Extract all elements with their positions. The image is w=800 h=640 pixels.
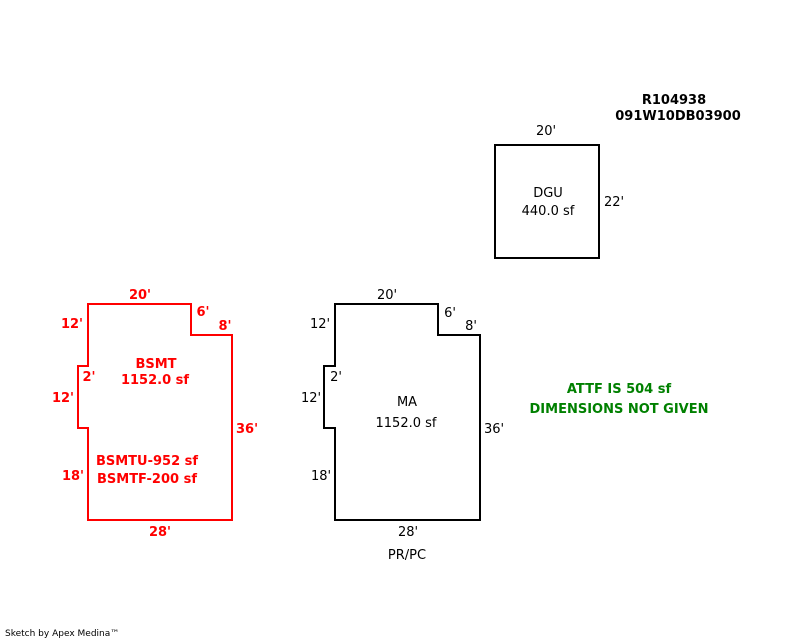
bsmt-area: 1152.0 sf [121,373,189,388]
ma-area: 1152.0 sf [376,416,437,431]
note-line-2: DIMENSIONS NOT GIVEN [530,402,709,417]
bsmt-dim-bottom: 28' [149,525,171,540]
bsmt-dim-jog: 2' [82,370,95,385]
ma-dim-notch-top: 6' [444,306,456,321]
bsmt-dim-left-upper: 12' [61,317,83,332]
ma-dim-jog: 2' [330,370,342,385]
ma-dim-top: 20' [377,288,397,303]
bsmt-dim-right: 36' [236,422,258,437]
ma-dim-left-upper: 12' [310,317,330,332]
ma-caption: PR/PC [388,548,426,563]
bsmt-dim-left-mid: 12' [52,391,74,406]
dgu-dim-top: 20' [536,124,556,139]
dgu-area: 440.0 sf [522,204,575,219]
dgu-label: DGU [533,186,563,201]
bsmt-dim-left-lower: 18' [62,469,84,484]
bsmt-dim-notch-side: 8' [218,319,231,334]
dgu-outline [494,144,600,259]
ma-dim-bottom: 28' [398,525,418,540]
bsmt-outline [77,303,233,521]
ma-dim-right: 36' [484,422,504,437]
parcel-id: R104938 [642,93,706,108]
ma-outline [323,303,481,521]
bsmt-label: BSMT [135,357,176,372]
ma-dim-left-lower: 18' [311,469,331,484]
map-number: 091W10DB03900 [615,109,741,124]
ma-dim-left-mid: 12' [301,391,321,406]
ma-label: MA [397,395,417,410]
bsmt-sub-unfinished: BSMTU-952 sf [96,454,198,469]
bsmt-sub-finished: BSMTF-200 sf [97,472,197,487]
ma-dim-notch-side: 8' [465,319,477,334]
bsmt-dim-top: 20' [129,288,151,303]
note-line-1: ATTF IS 504 sf [567,382,672,397]
bsmt-dim-notch-top: 6' [196,305,209,320]
dgu-dim-right: 22' [604,195,624,210]
footer-credit: Sketch by Apex Medina™ [5,629,119,639]
